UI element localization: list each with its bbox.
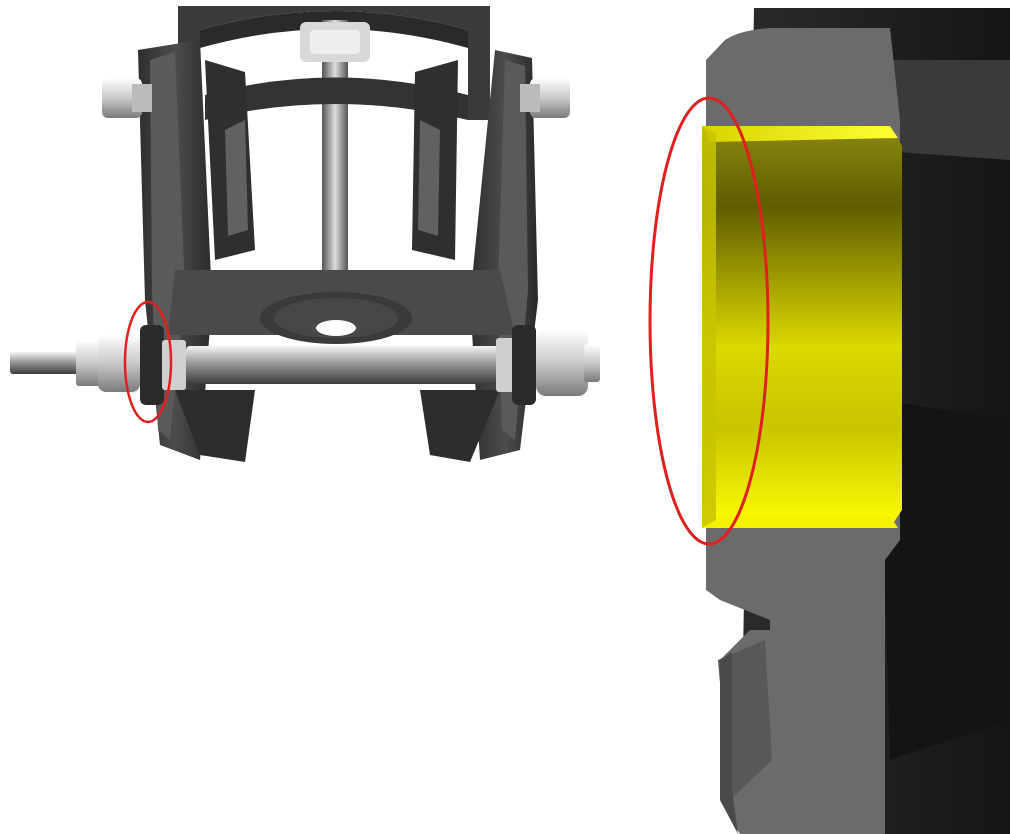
bushing-section-drawing bbox=[648, 8, 1010, 834]
top-right-bolt bbox=[520, 78, 570, 118]
left-annotation-ellipse bbox=[123, 300, 173, 424]
yellow-bushing bbox=[702, 126, 902, 528]
bushing-closeup-view bbox=[620, 0, 1010, 834]
base-plate bbox=[168, 270, 515, 344]
main-axle bbox=[10, 325, 600, 405]
top-left-bolt bbox=[102, 78, 152, 118]
bracket-assembly-view bbox=[10, 6, 600, 462]
right-annotation-ellipse bbox=[648, 96, 770, 546]
top-frame bbox=[178, 6, 490, 120]
inner-gussets bbox=[205, 60, 458, 260]
lower-brackets bbox=[175, 390, 500, 462]
center-rod bbox=[300, 20, 370, 280]
bracket-assembly-drawing bbox=[10, 6, 600, 462]
upper-cross-member bbox=[205, 77, 468, 120]
